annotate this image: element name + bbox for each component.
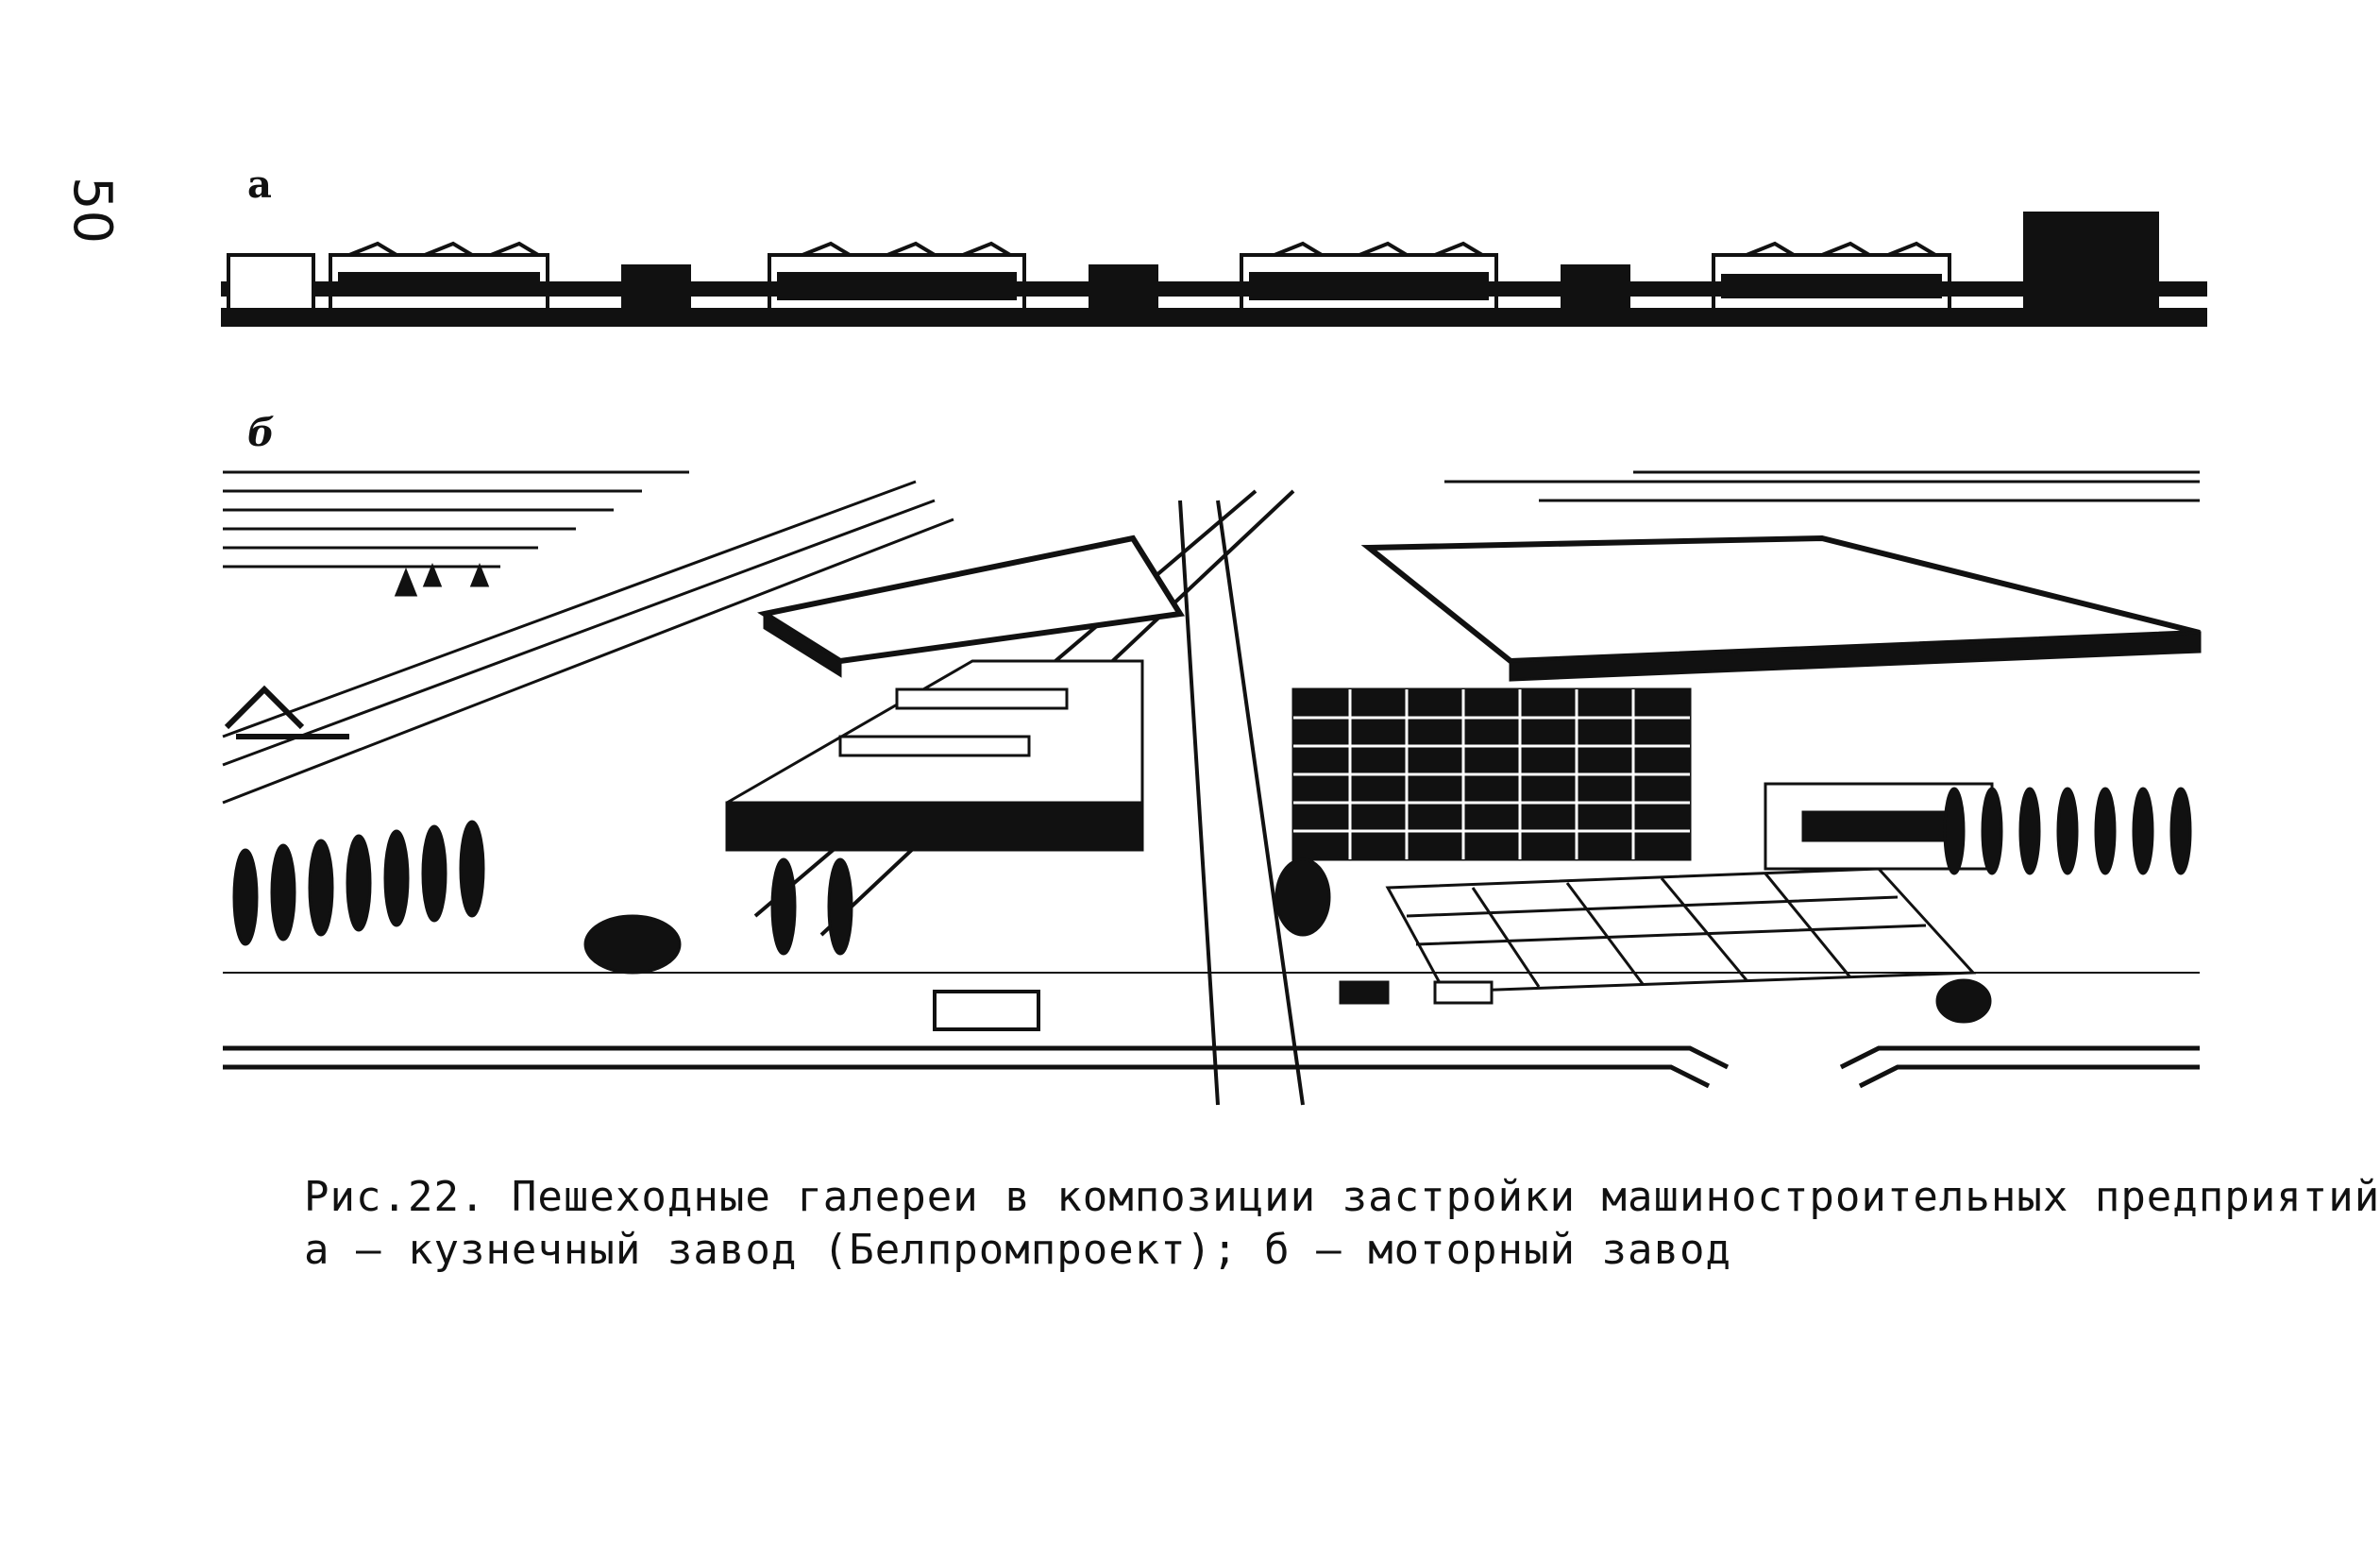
panel-a-label: а bbox=[247, 162, 272, 207]
caption-line-1: Рис.22. Пешеходные галереи в композиции … bbox=[304, 1173, 2380, 1221]
panel-b-label: б bbox=[247, 411, 275, 455]
aerial-perspective-motor-plant bbox=[222, 470, 2202, 1106]
figure-caption: Рис.22. Пешеходные галереи в композиции … bbox=[304, 1171, 2380, 1277]
elevation-drawing-forging-plant bbox=[221, 212, 2207, 327]
page-number: 50 bbox=[61, 176, 124, 245]
caption-line-2: а – кузнечный завод (Белпромпроект); б –… bbox=[304, 1226, 1731, 1274]
